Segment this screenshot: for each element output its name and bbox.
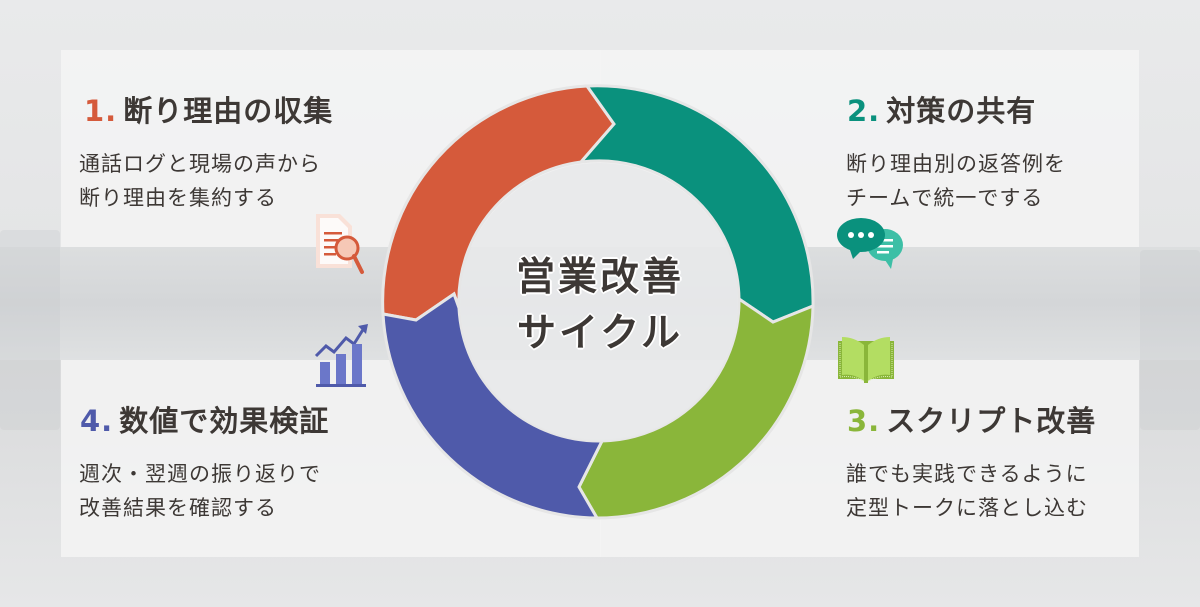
open-book-icon <box>838 337 894 383</box>
step-3-number: 3. <box>847 404 881 438</box>
step-4-description: 週次・翌週の振り返りで 改善結果を確認する <box>79 462 321 520</box>
step-1-description: 通話ログと現場の声から 断り理由を集約する <box>79 152 321 210</box>
bar-chart-growth-icon <box>314 324 368 387</box>
step-2-number: 2. <box>847 94 881 128</box>
step-2-description: 断り理由別の返答例を チームで統一でする <box>846 152 1066 210</box>
step-1-number: 1. <box>84 94 118 128</box>
step-3-title: 3.スクリプト改善 <box>847 404 1097 438</box>
step-3-description: 誰でも実践できるように 定型トークに落とし込む <box>846 462 1088 520</box>
background-decoration <box>1140 250 1200 430</box>
step-1-title: 1.断り理由の収集 <box>84 94 334 128</box>
step-4-title: 4.数値で効果検証 <box>80 404 330 438</box>
cycle-segment-4 <box>381 291 605 520</box>
cycle-center-title: 営業改善 サイクル <box>515 255 684 356</box>
step-2-title: 2.対策の共有 <box>847 94 1037 128</box>
chat-bubbles-icon <box>837 218 903 269</box>
background-decoration <box>0 230 60 430</box>
step-4-number: 4. <box>80 404 114 438</box>
document-search-icon <box>316 214 364 274</box>
